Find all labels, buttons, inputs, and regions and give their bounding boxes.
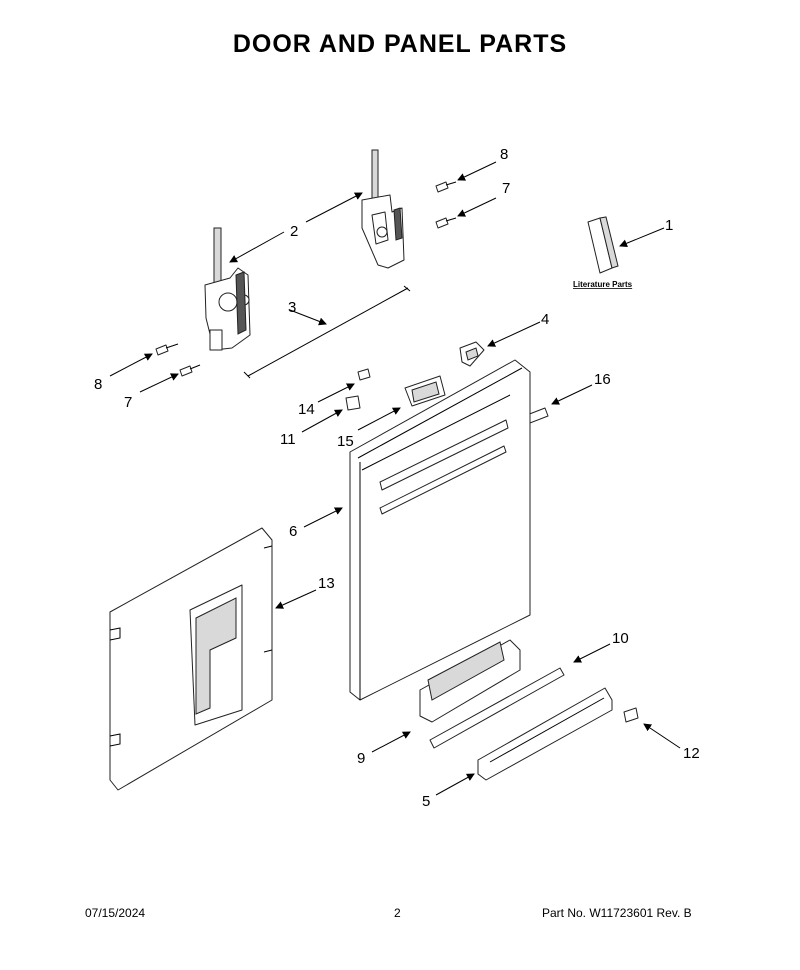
bottom-rail [477, 687, 613, 781]
callout-2: 2 [290, 223, 298, 240]
callout-numbers: 1 2 3 4 5 6 7 7 8 8 9 10 11 12 13 14 15 … [94, 146, 700, 810]
callout-15: 15 [337, 433, 354, 450]
hinge-right [361, 149, 405, 269]
callout-3: 3 [288, 299, 296, 316]
door-rod [243, 285, 411, 379]
footer-date: 07/15/2024 [85, 906, 146, 920]
callout-11: 11 [280, 431, 296, 448]
kick-strip [429, 667, 565, 749]
callout-9: 9 [357, 750, 365, 767]
hinge-left [204, 227, 251, 351]
literature-parts: Literature Parts [573, 216, 633, 289]
callout-1: 1 [665, 217, 673, 234]
callout-4: 4 [541, 311, 549, 328]
clip-part [459, 341, 485, 367]
screw-12 [623, 707, 639, 723]
control-parts [345, 368, 446, 411]
footer-part-number: Part No. W11723601 Rev. B [542, 906, 692, 920]
callout-13: 13 [318, 575, 335, 592]
inner-door-panel [109, 527, 273, 791]
callout-7-right: 7 [502, 180, 510, 197]
callout-8-left: 8 [94, 376, 102, 393]
callout-7-left: 7 [124, 394, 132, 411]
callout-6: 6 [289, 523, 297, 540]
callout-8-right: 8 [500, 146, 508, 163]
callout-16: 16 [594, 371, 611, 388]
literature-parts-label: Literature Parts [573, 280, 633, 289]
screws-left [155, 343, 201, 377]
outer-door-panel [349, 359, 531, 701]
toe-bracket [419, 639, 521, 723]
callout-14: 14 [298, 401, 315, 418]
leader-arrows [109, 161, 681, 796]
page-title: DOOR AND PANEL PARTS [232, 30, 568, 58]
callout-12: 12 [683, 745, 700, 762]
screws-right [435, 181, 457, 229]
callout-10: 10 [612, 630, 629, 647]
callout-5: 5 [422, 793, 430, 810]
footer-page-number: 2 [394, 906, 401, 920]
